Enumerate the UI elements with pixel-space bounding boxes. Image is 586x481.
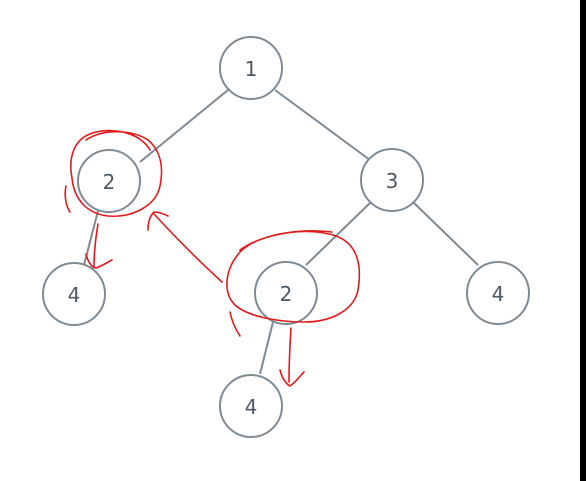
tree-node: 3 [360,148,424,212]
tree-node: 1 [219,36,283,100]
tree-node: 2 [254,261,318,325]
arrow-down-lower [288,327,292,383]
node-label: 4 [68,283,81,307]
arrowhead-down-left [85,253,113,269]
tree-node: 4 [42,262,106,326]
edge-3-2 [305,202,371,266]
edge-2-4-lower [259,321,274,375]
node-label: 2 [280,282,293,306]
arrowhead-back-to-upper [147,211,169,231]
node-label: 3 [386,169,399,193]
tree-edges [83,89,479,375]
highlight-circle-lower [226,230,361,323]
arrowhead-down-lower [279,369,305,387]
highlight-tick-lower [229,311,241,337]
edge-3-4 [413,202,479,266]
tree-node: 4 [219,374,283,438]
node-label: 4 [245,395,258,419]
window-edge [580,0,586,481]
arrow-back-to-upper [153,213,223,283]
tree-node: 4 [466,261,530,325]
node-label: 4 [492,282,505,306]
edge-1-3 [274,89,371,161]
edge-1-2 [139,89,229,163]
highlight-tick-upper [64,185,71,213]
highlight-circle-upper [70,129,163,217]
node-label: 1 [245,57,258,81]
tree-nodes: 1 2 3 4 2 4 4 [42,36,530,438]
arrow-down-left [93,223,99,267]
tree-node: 2 [77,149,141,213]
node-label: 2 [103,170,116,194]
red-annotations [64,129,361,387]
